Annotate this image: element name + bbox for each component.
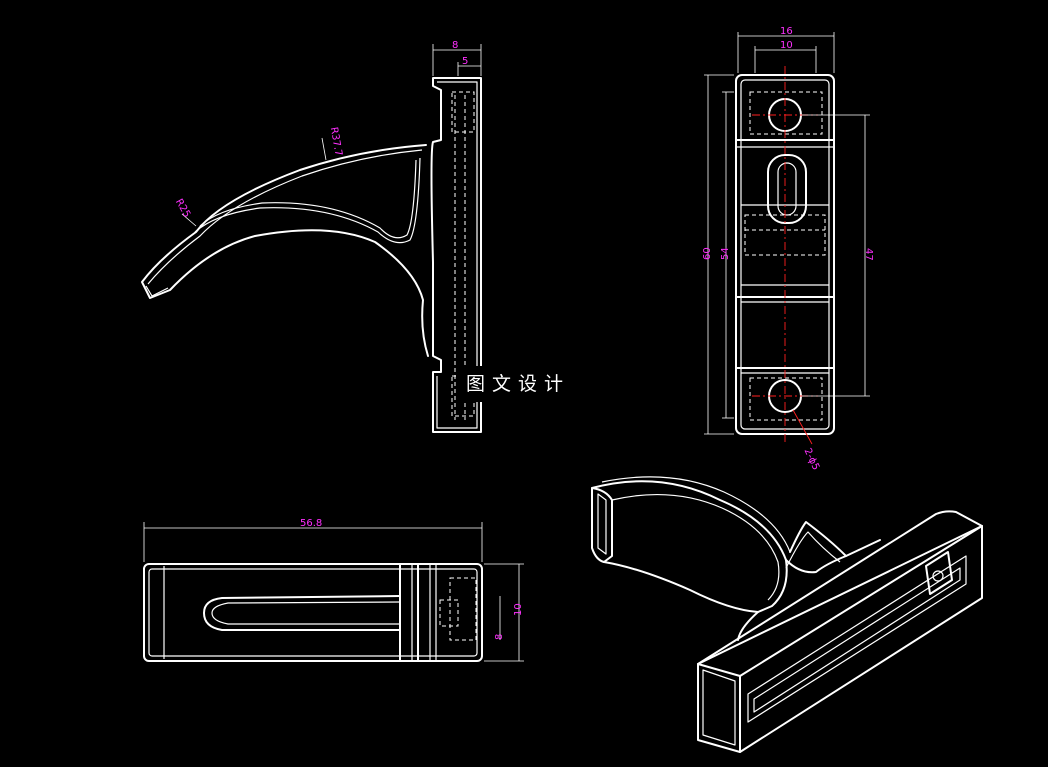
iso-plate-slot bbox=[747, 555, 967, 723]
side-view-hidden-hole-top bbox=[451, 91, 475, 133]
iso-web-inner bbox=[785, 531, 841, 569]
front-view-hidden bbox=[749, 377, 823, 421]
dim-top-length: 56.8 bbox=[300, 518, 322, 529]
hole-leader bbox=[792, 409, 813, 445]
dim-front-width-outer: 16 bbox=[780, 26, 793, 37]
front-view-slot bbox=[767, 154, 807, 224]
side-view-arm-inner bbox=[147, 149, 423, 285]
dim-front-hole-spacing: 47 bbox=[863, 248, 874, 261]
dim-front-width-inner: 10 bbox=[780, 40, 793, 51]
front-view: 16 10 60 54 47 2-ϕ5 bbox=[702, 26, 874, 472]
front-view-hidden bbox=[744, 214, 826, 256]
side-view-arm-lower-fillet-inner bbox=[199, 159, 417, 239]
iso-arm-end-inner bbox=[597, 493, 607, 555]
dim-radius-outer: R37.7 bbox=[328, 126, 344, 157]
iso-arm-inner bbox=[603, 561, 759, 613]
front-view-slot-inner bbox=[777, 162, 797, 216]
dim-side-width-inner: 5 bbox=[462, 56, 468, 67]
iso-plate-edge-inner bbox=[702, 669, 736, 746]
watermark-text: 图文设计 bbox=[458, 366, 608, 402]
dim-side-width-outer: 8 bbox=[452, 40, 458, 51]
iso-plate-top bbox=[697, 510, 983, 665]
iso-plate-front bbox=[697, 525, 983, 753]
iso-web bbox=[789, 521, 881, 557]
top-view-rib bbox=[203, 595, 401, 631]
dim-leader bbox=[321, 137, 327, 161]
side-view-plate-outline bbox=[430, 77, 482, 433]
iso-arm-end bbox=[591, 487, 613, 563]
dim-front-height-total: 60 bbox=[702, 247, 713, 260]
dim-front-holes: 2-ϕ5 bbox=[801, 447, 821, 472]
top-view-outline bbox=[143, 563, 483, 662]
iso-arm-top-edge-inner bbox=[611, 493, 780, 601]
top-view: 56.8 10 8 bbox=[143, 518, 524, 662]
side-view-arm-tip bbox=[145, 285, 169, 297]
side-view-arm-lower-fillet bbox=[194, 157, 421, 244]
dim-top-depth: 10 bbox=[513, 603, 524, 616]
top-view-rib-inner bbox=[211, 601, 401, 625]
front-view-hidden bbox=[749, 91, 823, 135]
iso-arm-outer bbox=[591, 480, 788, 641]
dim-radius-inner: R25 bbox=[173, 197, 192, 220]
top-view-hidden-slot bbox=[439, 599, 459, 627]
iso-plate-hole bbox=[932, 570, 944, 582]
top-view-hidden-slot bbox=[449, 577, 477, 641]
dim-top-slot: 8 bbox=[494, 634, 505, 640]
iso-plate-slot-inner bbox=[753, 567, 961, 713]
iso-plate-pocket bbox=[925, 551, 953, 595]
top-view-outline-inner bbox=[148, 568, 478, 657]
side-view-arm-outer bbox=[141, 144, 429, 357]
side-view-plate-inner bbox=[436, 81, 478, 429]
side-view: 8 5 R37.7 R25 bbox=[141, 40, 482, 433]
dim-front-height-inner: 54 bbox=[720, 247, 731, 260]
iso-arm-top-edge bbox=[601, 476, 791, 553]
dim-leader bbox=[181, 213, 197, 227]
isometric-view bbox=[591, 476, 983, 753]
iso-web-base bbox=[785, 555, 847, 574]
